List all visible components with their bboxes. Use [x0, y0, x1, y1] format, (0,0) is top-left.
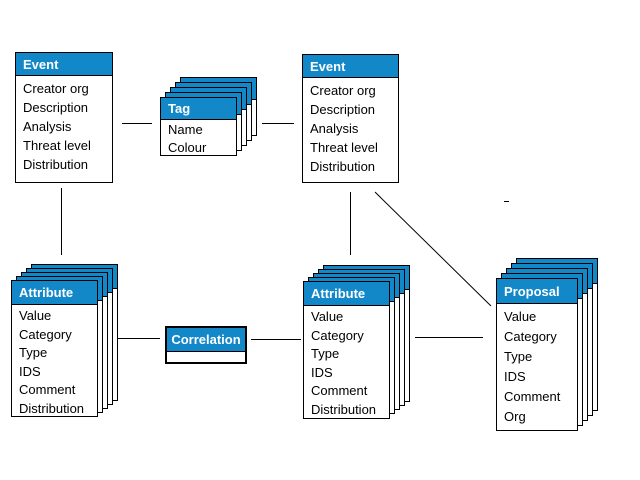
field-row: Creator org: [310, 83, 376, 98]
field-row: Type: [19, 345, 48, 360]
entity-attribute-left: Attribute Value Category Type IDS Commen…: [11, 280, 98, 417]
field-row: Distribution: [23, 157, 89, 172]
field-row: Colour: [168, 140, 207, 155]
entity-tag-fields: Name Colour: [161, 120, 236, 157]
entity-event-right-title: Event: [303, 55, 398, 78]
field-row: IDS: [311, 364, 333, 380]
entity-event-left-title: Event: [16, 53, 112, 76]
entity-event-right-fields: Creator org Description Analysis Threat …: [303, 78, 398, 176]
entity-proposal: Proposal Value Category Type IDS Comment…: [496, 278, 578, 431]
entity-proposal-title: Proposal: [497, 279, 577, 304]
field-row: Value: [19, 308, 52, 323]
field-row: Org: [504, 409, 526, 424]
entity-event-left-fields: Creator org Description Analysis Threat …: [16, 76, 112, 174]
field-row: Distribution: [311, 401, 377, 417]
field-row: Analysis: [23, 119, 72, 134]
entity-proposal-fields: Value Category Type IDS Comment Org: [497, 304, 577, 427]
field-row: Analysis: [310, 121, 359, 136]
field-row: Value: [311, 309, 344, 324]
entity-attribute-left-fields: Value Category Type IDS Comment Distribu…: [12, 305, 97, 418]
field-row: Description: [310, 102, 376, 117]
field-row: Description: [23, 100, 89, 115]
field-row: Value: [504, 309, 537, 324]
field-row: Threat level: [310, 140, 378, 155]
field-row: IDS: [504, 369, 526, 384]
field-row: Distribution: [19, 400, 85, 416]
entity-attribute-left-title: Attribute: [12, 281, 97, 305]
field-row: Category: [19, 326, 72, 342]
entity-correlation-title: Correlation: [167, 328, 245, 352]
field-row: Category: [311, 327, 364, 343]
field-row: Type: [311, 346, 340, 361]
field-row: Creator org: [23, 81, 89, 96]
entity-attribute-middle-fields: Value Category Type IDS Comment Distribu…: [304, 306, 389, 419]
entity-correlation: Correlation: [165, 326, 247, 364]
field-row: Threat level: [23, 138, 91, 153]
field-row: Type: [504, 349, 533, 364]
entity-attribute-middle: Attribute Value Category Type IDS Commen…: [303, 281, 390, 419]
field-row: Distribution: [310, 159, 376, 174]
field-row: Name: [168, 122, 203, 137]
entity-tag-title: Tag: [161, 98, 236, 120]
entity-event-left: Event Creator org Description Analysis T…: [15, 52, 113, 183]
field-row: Comment: [311, 383, 368, 398]
field-row: Category: [504, 329, 557, 344]
entity-attribute-middle-title: Attribute: [304, 282, 389, 306]
field-row: Comment: [504, 389, 561, 404]
entity-event-right: Event Creator org Description Analysis T…: [302, 54, 399, 183]
entity-tag: Tag Name Colour: [160, 97, 237, 156]
field-row: Comment: [19, 382, 76, 397]
field-row: IDS: [19, 363, 41, 379]
